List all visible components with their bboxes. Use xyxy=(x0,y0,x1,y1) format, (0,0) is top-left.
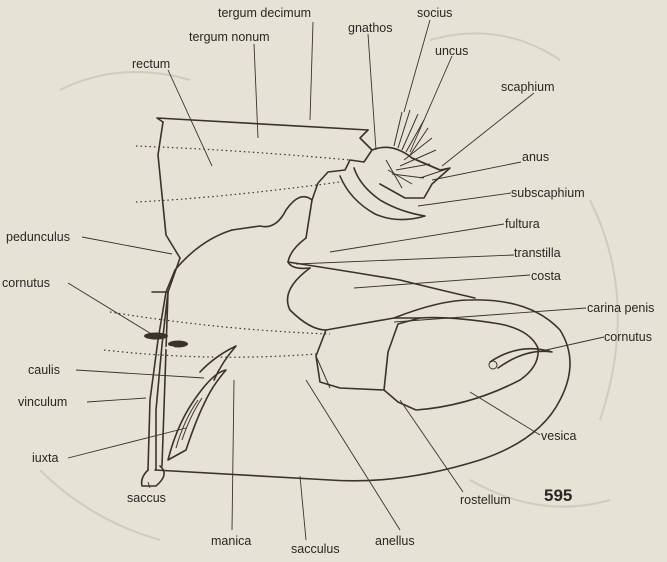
label-vesica: vesica xyxy=(541,429,576,443)
label-subscaphium: subscaphium xyxy=(511,186,585,200)
dotted-line-1 xyxy=(136,146,350,160)
dotted-line-3 xyxy=(110,312,330,334)
label-caulis: caulis xyxy=(28,363,60,377)
label-rostellum: rostellum xyxy=(460,493,511,507)
costa-outline xyxy=(288,262,475,298)
label-iuxta: iuxta xyxy=(32,451,58,465)
label-socius: socius xyxy=(417,6,452,20)
label-vinculum: vinculum xyxy=(18,395,67,409)
figure-number: 595 xyxy=(544,486,572,505)
label-costa: costa xyxy=(531,269,561,283)
tergum-nonum-outline xyxy=(157,118,368,130)
rectum-left-edge xyxy=(158,122,180,258)
label-cornutus-left: cornutus xyxy=(2,276,50,290)
label-tergum-decimum: tergum decimum xyxy=(218,6,311,20)
label-sacculus: sacculus xyxy=(291,542,340,556)
background-ghost-lines xyxy=(40,33,618,540)
subscaphium-hook xyxy=(340,168,425,220)
label-transtilla: transtilla xyxy=(514,246,561,260)
rostellum-outline xyxy=(384,318,420,390)
label-fultura: fultura xyxy=(505,217,540,231)
label-scaphium: scaphium xyxy=(501,80,555,94)
label-tergum-nonum: tergum nonum xyxy=(189,30,270,44)
label-anellus: anellus xyxy=(375,534,415,548)
label-saccus: saccus xyxy=(127,491,166,505)
label-cornutus-right: cornutus xyxy=(604,330,652,344)
transtilla-outline xyxy=(232,197,312,230)
label-gnathos: gnathos xyxy=(348,21,392,35)
saccus-outline xyxy=(142,466,165,486)
label-uncus: uncus xyxy=(435,44,468,58)
scaphium-outline xyxy=(380,158,450,198)
label-pedunculus: pedunculus xyxy=(6,230,70,244)
labels: tergum decimum socius gnathos tergum non… xyxy=(2,6,654,556)
label-anus: anus xyxy=(522,150,549,164)
dotted-line-4 xyxy=(104,350,316,357)
vinculum-inner xyxy=(156,258,180,470)
cornutus-spine xyxy=(490,349,552,368)
label-carina-penis: carina penis xyxy=(587,301,654,315)
manica-process xyxy=(200,346,236,380)
label-rectum: rectum xyxy=(132,57,170,71)
cornutus-base xyxy=(489,361,497,369)
label-manica: manica xyxy=(211,534,251,548)
